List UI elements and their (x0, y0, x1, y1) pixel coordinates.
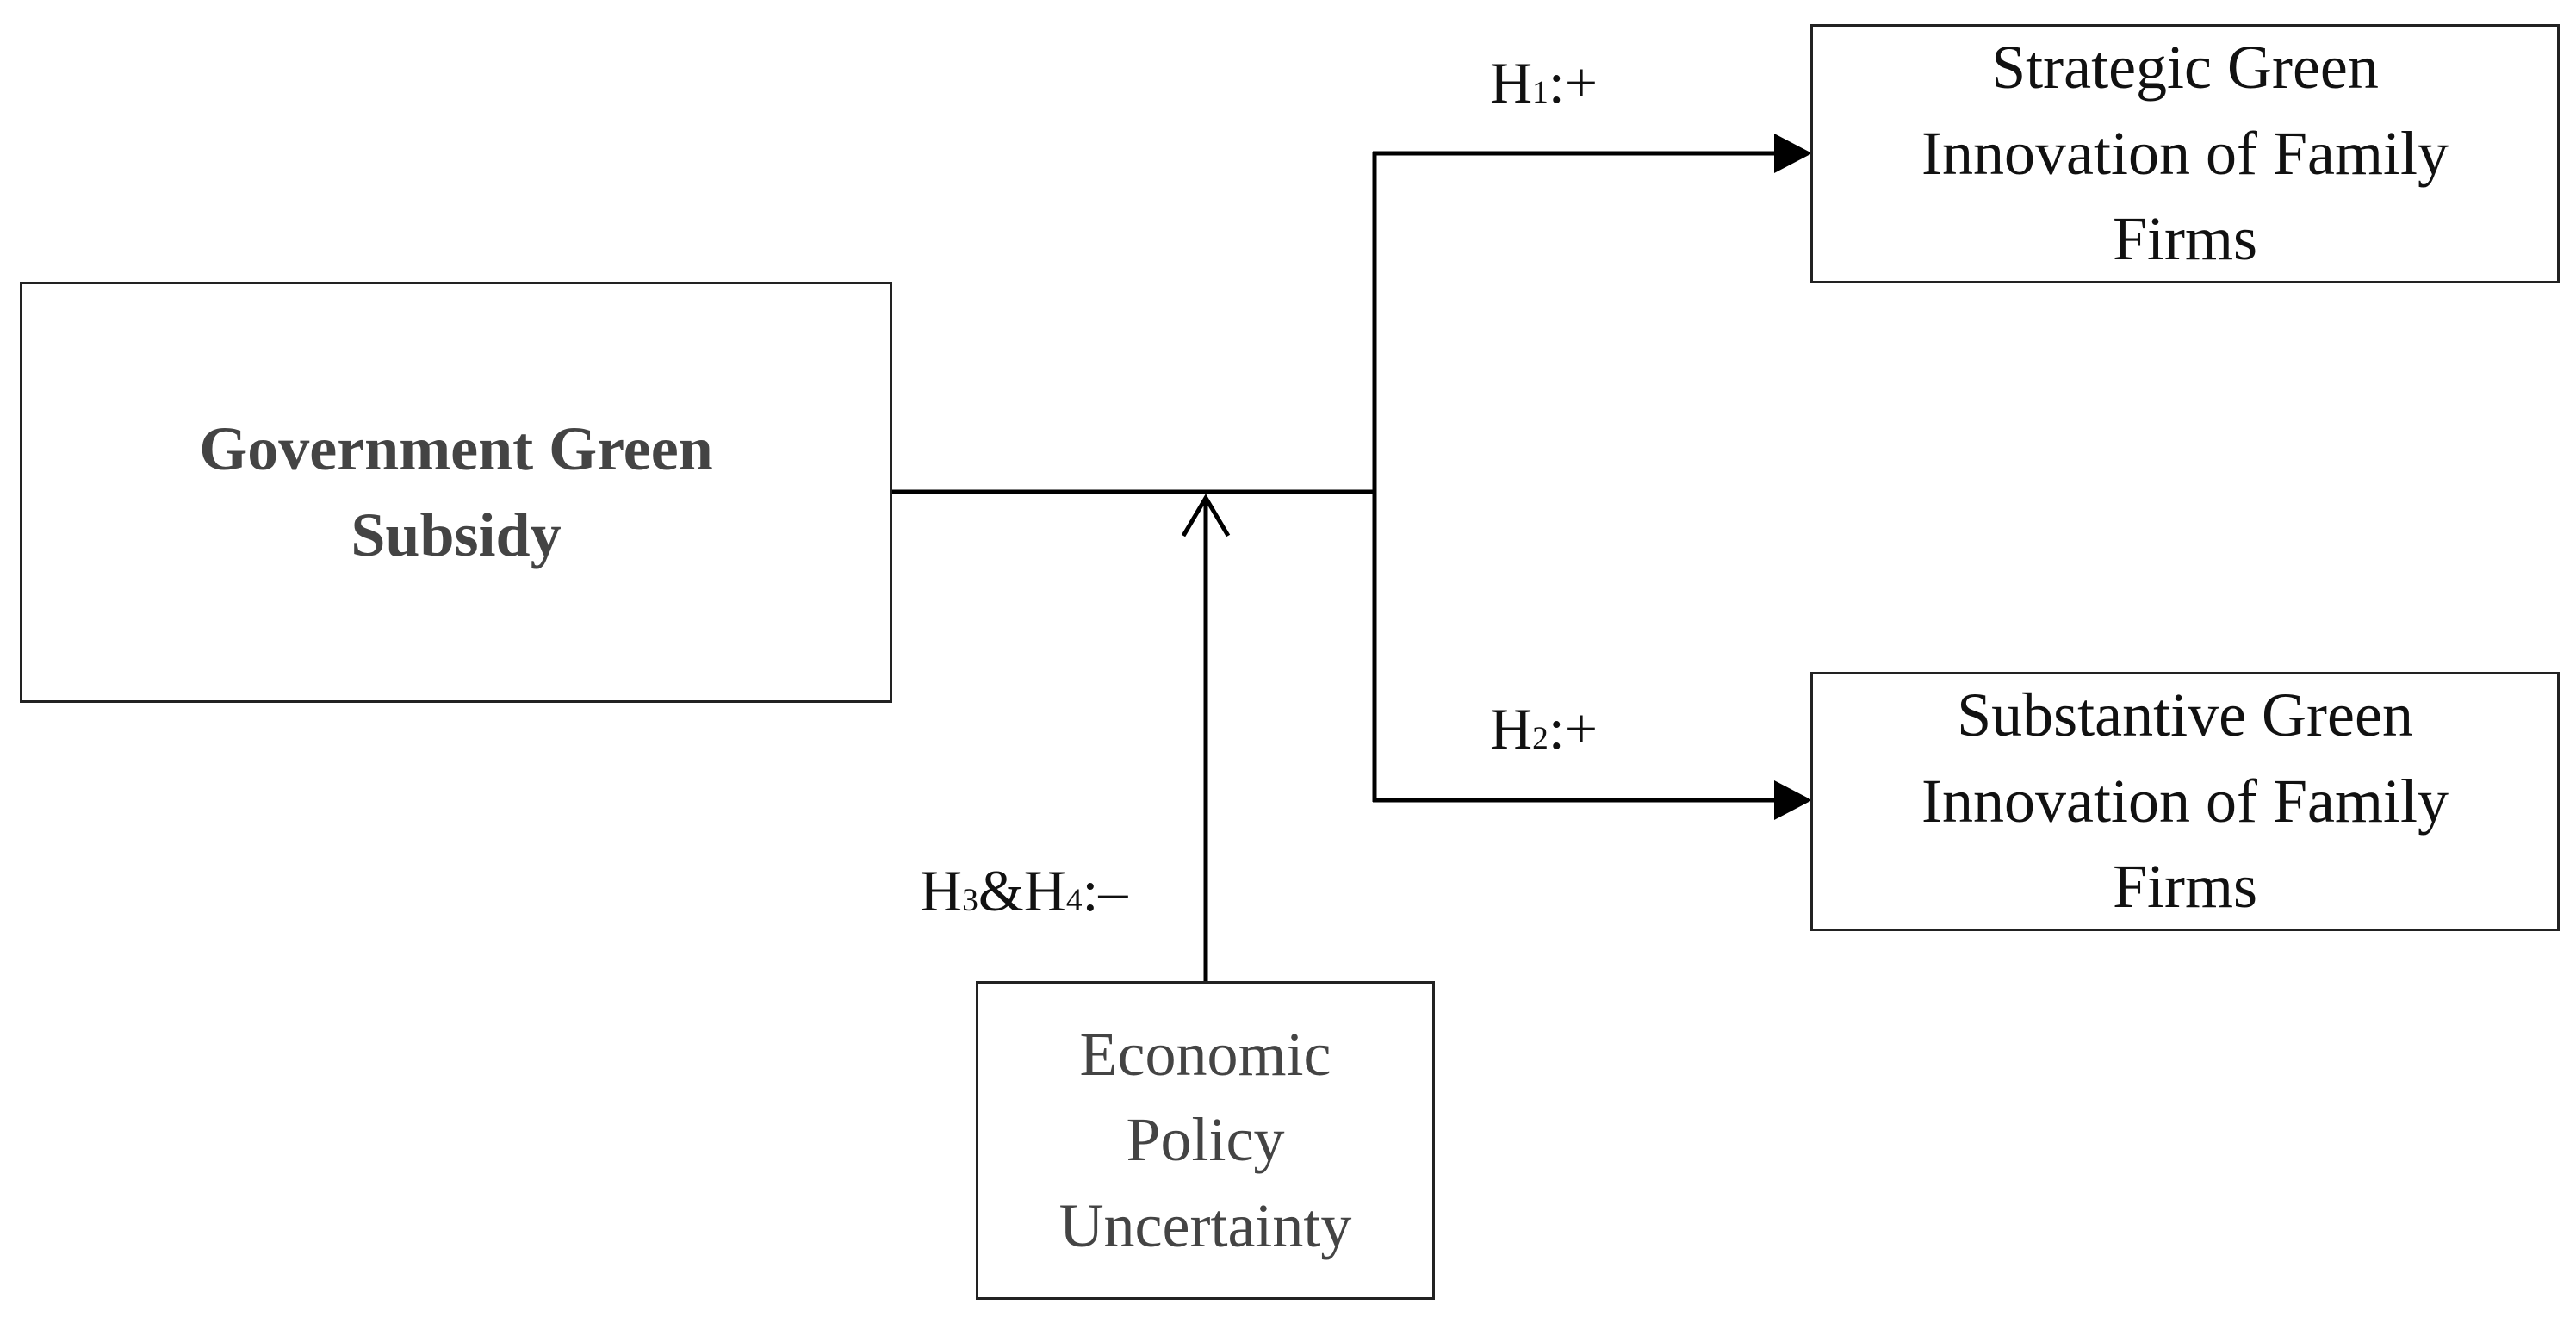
h1-label-sub: 1 (1532, 75, 1549, 110)
h2-label-base: H (1490, 696, 1533, 761)
substantive-green-innovation-box: Substantive Green Innovation of Family F… (1810, 672, 2560, 931)
h3-h4-label: H3&H4:– (920, 861, 1127, 920)
h3-label-base: H (920, 858, 963, 923)
h2-arrowhead (1774, 780, 1812, 820)
government-green-subsidy-box: Government Green Subsidy (20, 282, 892, 703)
strategic-green-innovation-box: Strategic Green Innovation of Family Fir… (1810, 24, 2560, 283)
economic-policy-uncertainty-text: Economic Policy Uncertainty (1058, 1019, 1352, 1260)
economic-policy-uncertainty-box: Economic Policy Uncertainty (976, 981, 1435, 1300)
moderator-arrowhead (1181, 494, 1231, 537)
h4-label-base: &H (978, 858, 1066, 923)
h2-label: H2:+ (1490, 699, 1598, 758)
government-green-subsidy-text: Government Green Subsidy (199, 414, 713, 569)
h1-label: H1:+ (1490, 53, 1598, 112)
h1-arrowhead (1774, 134, 1812, 173)
strategic-green-innovation-text: Strategic Green Innovation of Family Fir… (1921, 33, 2449, 274)
h1-label-base: H (1490, 50, 1533, 115)
h2-label-sub: 2 (1532, 721, 1549, 756)
h3-label-sub: 3 (962, 883, 978, 918)
h4-label-sub: 4 (1065, 883, 1083, 918)
h2-label-sign: :+ (1548, 696, 1598, 761)
h1-label-sign: :+ (1548, 50, 1598, 115)
substantive-green-innovation-text: Substantive Green Innovation of Family F… (1921, 680, 2449, 922)
h3-h4-label-sign: :– (1082, 858, 1128, 923)
